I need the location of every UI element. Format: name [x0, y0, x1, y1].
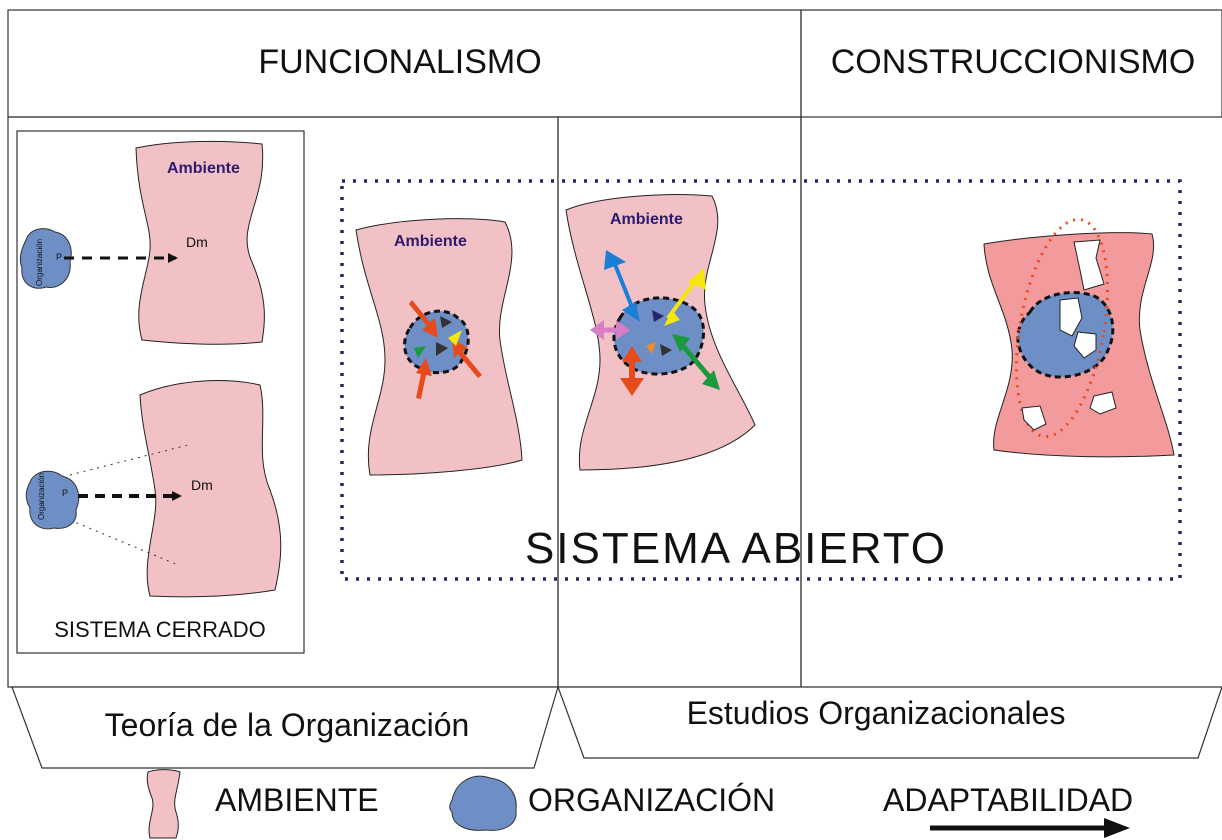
adaptability-arrow-yellow-1 [448, 330, 462, 346]
ambiente-shape-closed-bottom [139, 380, 282, 598]
adaptability-arrow-dark-2 [440, 316, 452, 328]
tab-left-label: Teoría de la Organización [105, 707, 470, 743]
funcionalismo-title: FUNCIONALISMO [258, 43, 541, 81]
adaptability-arrow-red-3 [452, 338, 482, 378]
legend-organizacion-icon [449, 775, 517, 831]
organizacion-shape-construccionismo [1016, 291, 1115, 379]
adaptability-arrow-blue [612, 261, 636, 313]
white-fragment-5 [1021, 405, 1047, 431]
org-vertical-label-top: Organización [35, 239, 44, 286]
adaptability-arrow-blue-head-bottom [622, 302, 640, 322]
tab-right-label: Estudios Organizacionales [687, 695, 1066, 731]
adaptability-arrow-pink-head-left [590, 320, 604, 340]
white-fragment-4 [1089, 391, 1117, 415]
legend-ambiente-icon [146, 769, 181, 839]
adaptability-arrow-orange-small [646, 342, 656, 354]
ambiente-label-open-1: Ambiente [394, 233, 467, 250]
closed-system-box [16, 130, 305, 654]
p-label-bottom: P [62, 488, 68, 498]
adaptability-arrow-dark-4 [660, 344, 672, 356]
adaptability-arrow-red-1 [409, 300, 438, 338]
adaptability-arrow-blue-head-top [604, 250, 626, 270]
closed-system-label: SISTEMA CERRADO [54, 617, 265, 642]
adaptability-arrow-red-down-head [620, 378, 644, 396]
open-system-label: SISTEMA ABIERTO [525, 524, 947, 573]
open-system-box [340, 179, 1182, 581]
adaptability-arrow-green-1 [414, 346, 426, 358]
tab-teoria-de-la-organizacion [11, 686, 559, 769]
ambiente-label-open-2: Ambiente [610, 211, 683, 228]
legend-adaptabilidad-arrow-head [1104, 818, 1130, 838]
adaptability-arrow-yellow-head-2 [664, 310, 680, 326]
organizacion-shape-closed-top [19, 228, 72, 289]
adaptability-arrow-yellow-head [688, 268, 706, 290]
adaptability-arrow-green-head-1 [702, 370, 720, 390]
white-fragment-1 [1073, 239, 1105, 291]
dm-label-closed-top: Dm [186, 234, 208, 250]
construccionismo-title: CONSTRUCCIONISMO [831, 43, 1196, 81]
ambiente-shape-closed-top [135, 140, 265, 345]
adaptability-arrow-red-2 [416, 358, 432, 399]
legend-ambiente-label: AMBIENTE [215, 782, 379, 818]
adaptability-arrow-pink-head-right [616, 320, 630, 340]
legend-adaptabilidad-label: ADAPTABILIDAD [883, 782, 1133, 818]
organizacion-shape-open-1 [403, 309, 470, 375]
adaptability-arrow-red-up-head [622, 346, 642, 362]
construccionismo-header-box [800, 9, 1222, 118]
legend-organizacion-label: ORGANIZACIÓN [528, 782, 775, 818]
white-fragment-3 [1073, 331, 1097, 359]
organizacion-shape-closed-bottom [25, 470, 80, 530]
org-vertical-label-bottom: Organización [37, 473, 46, 520]
tab-estudios-organizacionales [557, 686, 1222, 759]
adaptability-arrow-dark-1 [436, 342, 448, 356]
adaptability-arrow-dark-3 [652, 310, 664, 322]
dm-label-closed-bottom: Dm [191, 477, 213, 493]
p-label-top: P [56, 252, 62, 262]
white-fragment-2 [1059, 297, 1083, 337]
dotted-ellipse-red [1014, 217, 1110, 439]
adaptability-arrow-green-head-2 [672, 334, 690, 352]
ambiente-label-closed-top: Ambiente [167, 160, 240, 177]
